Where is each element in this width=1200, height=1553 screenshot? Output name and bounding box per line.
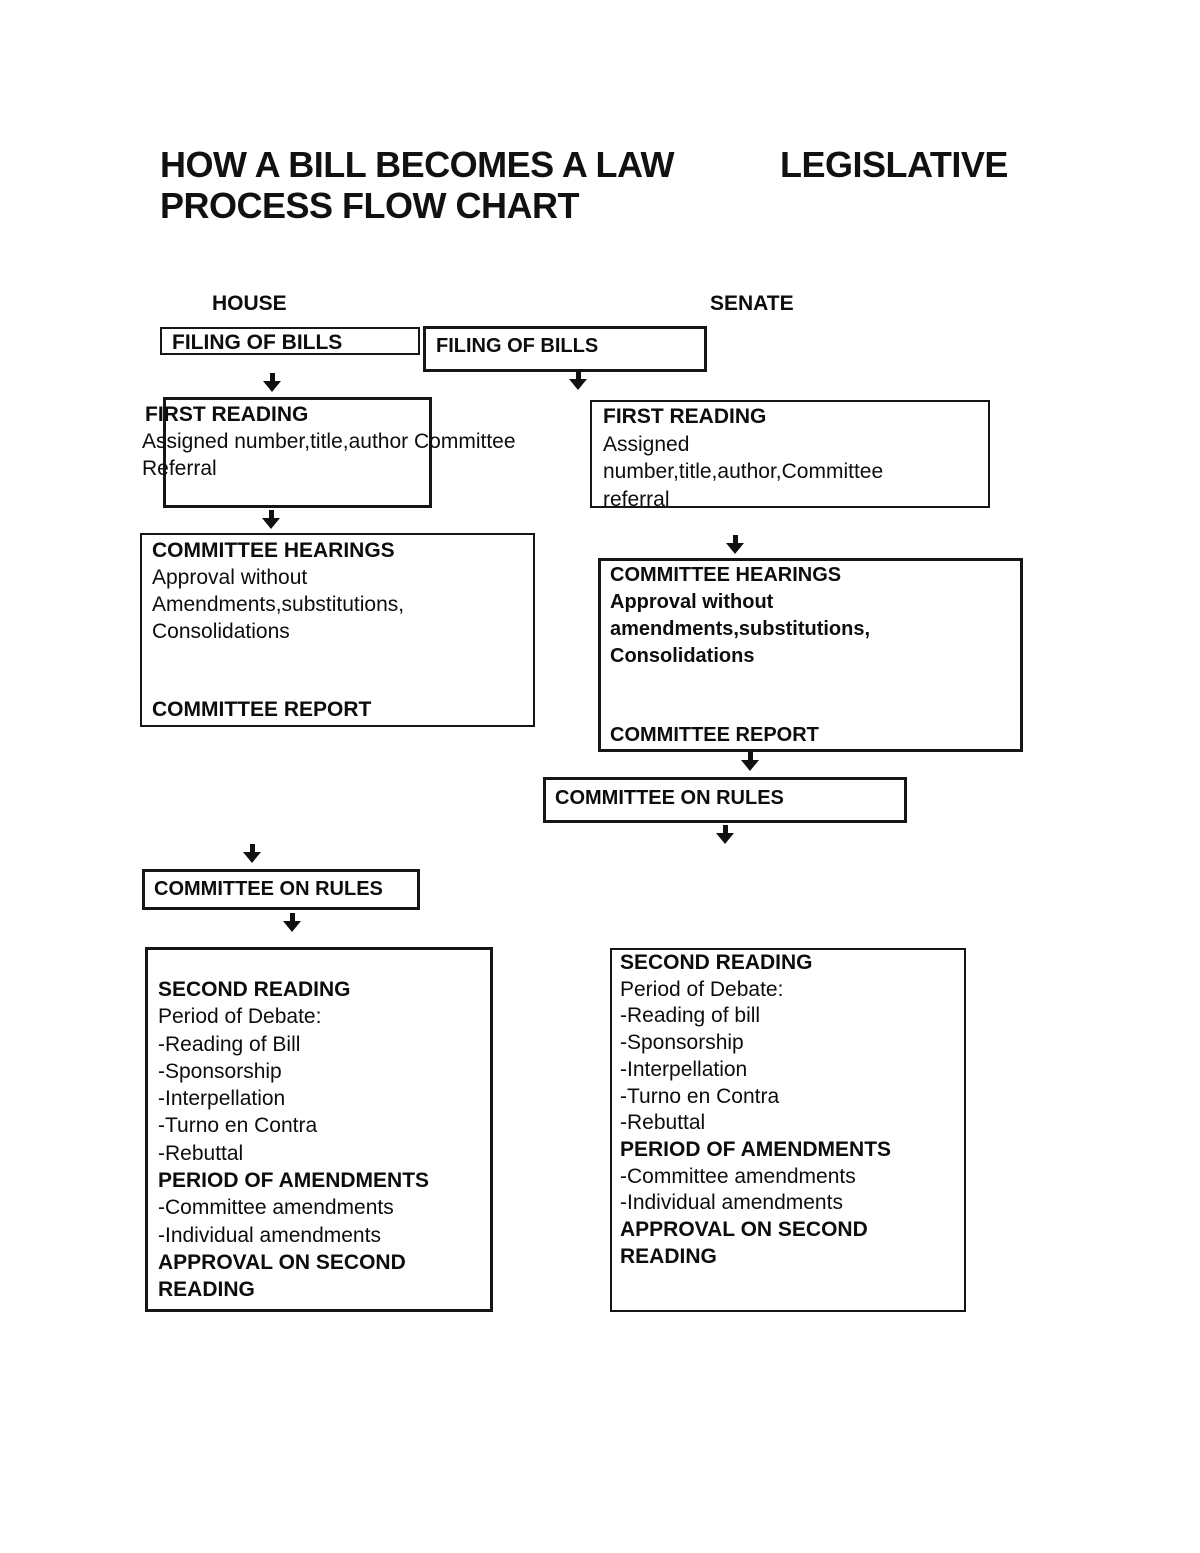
house-second-reading-box	[145, 947, 493, 1312]
page-title-line1-left: HOW A BILL BECOMES A LAW	[160, 144, 674, 185]
house-first-reading-line2: Referral	[142, 457, 217, 480]
page-title-line1-right: LEGISLATIVE	[780, 144, 1008, 185]
house-second-reading-line: Period of Debate:	[158, 1005, 322, 1029]
senate-second-reading-line: -Individual amendments	[620, 1191, 843, 1215]
senate-second-reading-line: -Sponsorship	[620, 1031, 744, 1055]
senate-first-reading-line2: number,title,author,Committee	[603, 460, 884, 483]
page-title-line2: PROCESS FLOW CHART	[160, 185, 580, 226]
senate-committee-hearings-heading: COMMITTEE HEARINGS	[610, 564, 842, 586]
house-second-reading-line: -Committee amendments	[158, 1196, 394, 1220]
house-committee-hearings-line3: Consolidations	[152, 620, 290, 643]
senate-first-reading-box	[590, 400, 990, 508]
house-filing-of-bills-box	[160, 327, 420, 355]
senate-committee-hearings-line2: amendments,substitutions,	[610, 618, 871, 640]
house-approval-heading-line1: APPROVAL ON SECOND	[158, 1250, 406, 1274]
down-arrow-icon	[569, 371, 587, 390]
senate-second-reading-line: Period of Debate:	[620, 977, 784, 1001]
senate-column-label: SENATE	[710, 292, 794, 315]
house-approval-heading-line2: READING	[158, 1278, 255, 1302]
senate-period-of-amendments-heading: PERIOD OF AMENDMENTS	[620, 1137, 892, 1161]
senate-committee-on-rules-label: COMMITTEE ON RULES	[555, 787, 784, 809]
house-second-reading-text: SECOND READING Period of Debate: -Readin…	[158, 976, 429, 1304]
house-committee-on-rules-label: COMMITTEE ON RULES	[154, 878, 383, 900]
house-second-reading-heading: SECOND READING	[158, 978, 351, 1001]
senate-first-reading-text: FIRST READING Assigned number,title,auth…	[603, 403, 883, 513]
house-first-reading-heading: FIRST READING	[145, 403, 309, 426]
down-arrow-icon	[726, 535, 744, 554]
house-second-reading-line: -Turno en Contra	[158, 1114, 318, 1138]
senate-committee-on-rules-box	[543, 777, 907, 823]
house-second-reading-line: -Reading of Bill	[158, 1032, 301, 1056]
house-second-reading-line: -Interpellation	[158, 1087, 286, 1111]
senate-second-reading-text: SECOND READING Period of Debate: -Readin…	[620, 950, 891, 1270]
senate-second-reading-line: -Interpellation	[620, 1057, 748, 1081]
house-committee-report-label: COMMITTEE REPORT	[152, 698, 372, 721]
senate-second-reading-line: -Turno en Contra	[620, 1084, 780, 1108]
senate-committee-hearings-line3: Consolidations	[610, 645, 755, 667]
house-filing-of-bills-label: FILING OF BILLS	[172, 331, 343, 354]
house-second-reading-line: -Individual amendments	[158, 1223, 381, 1247]
senate-committee-report-label: COMMITTEE REPORT	[610, 724, 819, 746]
house-second-reading-line: -Sponsorship	[158, 1059, 282, 1083]
down-arrow-icon	[716, 825, 734, 844]
senate-filing-of-bills-box	[423, 326, 707, 372]
house-column-label: HOUSE	[212, 292, 287, 315]
senate-filing-of-bills-label: FILING OF BILLS	[436, 335, 599, 357]
house-period-of-amendments-heading: PERIOD OF AMENDMENTS	[158, 1169, 430, 1193]
senate-second-reading-line: -Rebuttal	[620, 1111, 706, 1135]
senate-committee-hearings-box	[598, 558, 1023, 752]
senate-approval-heading-line2: READING	[620, 1244, 717, 1268]
house-second-reading-line: -Rebuttal	[158, 1141, 244, 1165]
down-arrow-icon	[741, 752, 759, 771]
senate-second-reading-line: -Committee amendments	[620, 1164, 856, 1188]
house-committee-hearings-heading: COMMITTEE HEARINGS	[152, 539, 395, 562]
house-committee-hearings-line1: Approval without	[152, 566, 308, 589]
senate-approval-heading-line1: APPROVAL ON SECOND	[620, 1218, 868, 1242]
down-arrow-icon	[263, 373, 281, 392]
senate-first-reading-line1: Assigned	[603, 432, 690, 456]
house-first-reading-line1: Assigned number,title,author Committee	[142, 430, 516, 453]
senate-second-reading-heading: SECOND READING	[620, 951, 813, 974]
down-arrow-icon	[262, 510, 280, 529]
house-committee-hearings-box	[140, 533, 535, 727]
down-arrow-icon	[243, 844, 261, 863]
senate-second-reading-box	[610, 948, 966, 1312]
senate-committee-hearings-line1: Approval without	[610, 591, 774, 613]
house-committee-on-rules-box	[142, 869, 420, 910]
senate-first-reading-heading: FIRST READING	[603, 405, 767, 428]
house-committee-hearings-line2: Amendments,substitutions,	[152, 593, 405, 616]
senate-second-reading-line: -Reading of bill	[620, 1004, 761, 1028]
down-arrow-icon	[283, 913, 301, 932]
senate-committee-hearings-text: COMMITTEE HEARINGS Approval without amen…	[610, 562, 870, 670]
house-first-reading-box	[163, 397, 432, 508]
house-committee-hearings-text: COMMITTEE HEARINGS Approval without Amen…	[152, 537, 404, 645]
senate-first-reading-line3: referral	[603, 487, 670, 511]
